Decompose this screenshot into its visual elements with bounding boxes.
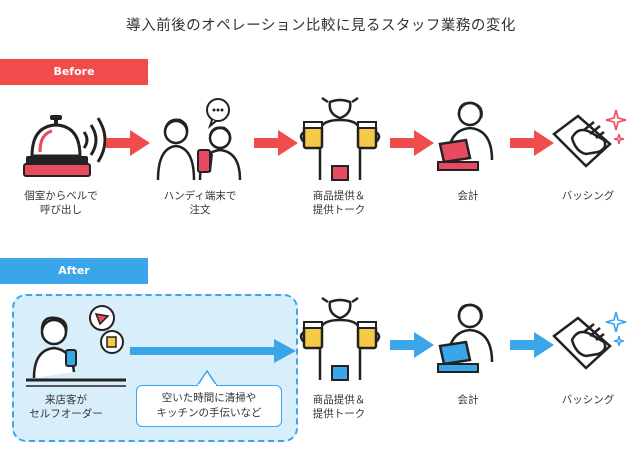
before-step-label-checkout: 会計 — [457, 190, 479, 202]
after-step-label-self-order: 来店客が セルフオーダー — [29, 394, 103, 420]
arrow-right-icon — [254, 130, 298, 156]
after-step-label-checkout: 会計 — [457, 394, 479, 406]
wiping-cloth-icon — [552, 311, 627, 370]
arrow-right-icon — [390, 332, 434, 358]
staff-carrying-beer-icon — [299, 96, 381, 181]
before-step-label-serve: 商品提供＆ 提供トーク — [312, 190, 366, 216]
staff-at-register-icon — [437, 303, 494, 373]
service-bell-icon — [23, 115, 107, 177]
arrow-right-icon — [510, 130, 554, 156]
staff-carrying-beer-icon — [299, 296, 381, 381]
free-time-callout: 空いた時間に清掃や キッチンの手伝いなど — [136, 385, 282, 427]
before-step-label-bussing: バッシング — [561, 190, 615, 202]
customer-smartphone-order-icon — [26, 305, 126, 387]
page-title: 導入前後のオペレーション比較に見るスタッフ業務の変化 — [126, 18, 516, 34]
staff-at-register-icon — [437, 101, 494, 171]
wiping-cloth-icon — [552, 109, 627, 168]
callout-pointer-join — [198, 384, 216, 387]
before-step-label-order: ハンディ端末で 注文 — [163, 190, 237, 216]
before-step-label-call: 個室からベルで 呼び出し — [24, 190, 98, 216]
arrow-right-icon — [390, 130, 434, 156]
handy-terminal-staff-icon — [156, 98, 242, 181]
arrow-right-icon — [130, 339, 296, 363]
arrow-right-icon — [510, 332, 554, 358]
after-banner: After — [0, 258, 148, 284]
arrow-right-icon — [106, 130, 150, 156]
before-banner: Before — [0, 59, 148, 85]
after-step-label-bussing: バッシング — [561, 394, 615, 406]
after-step-label-serve: 商品提供＆ 提供トーク — [312, 394, 366, 420]
